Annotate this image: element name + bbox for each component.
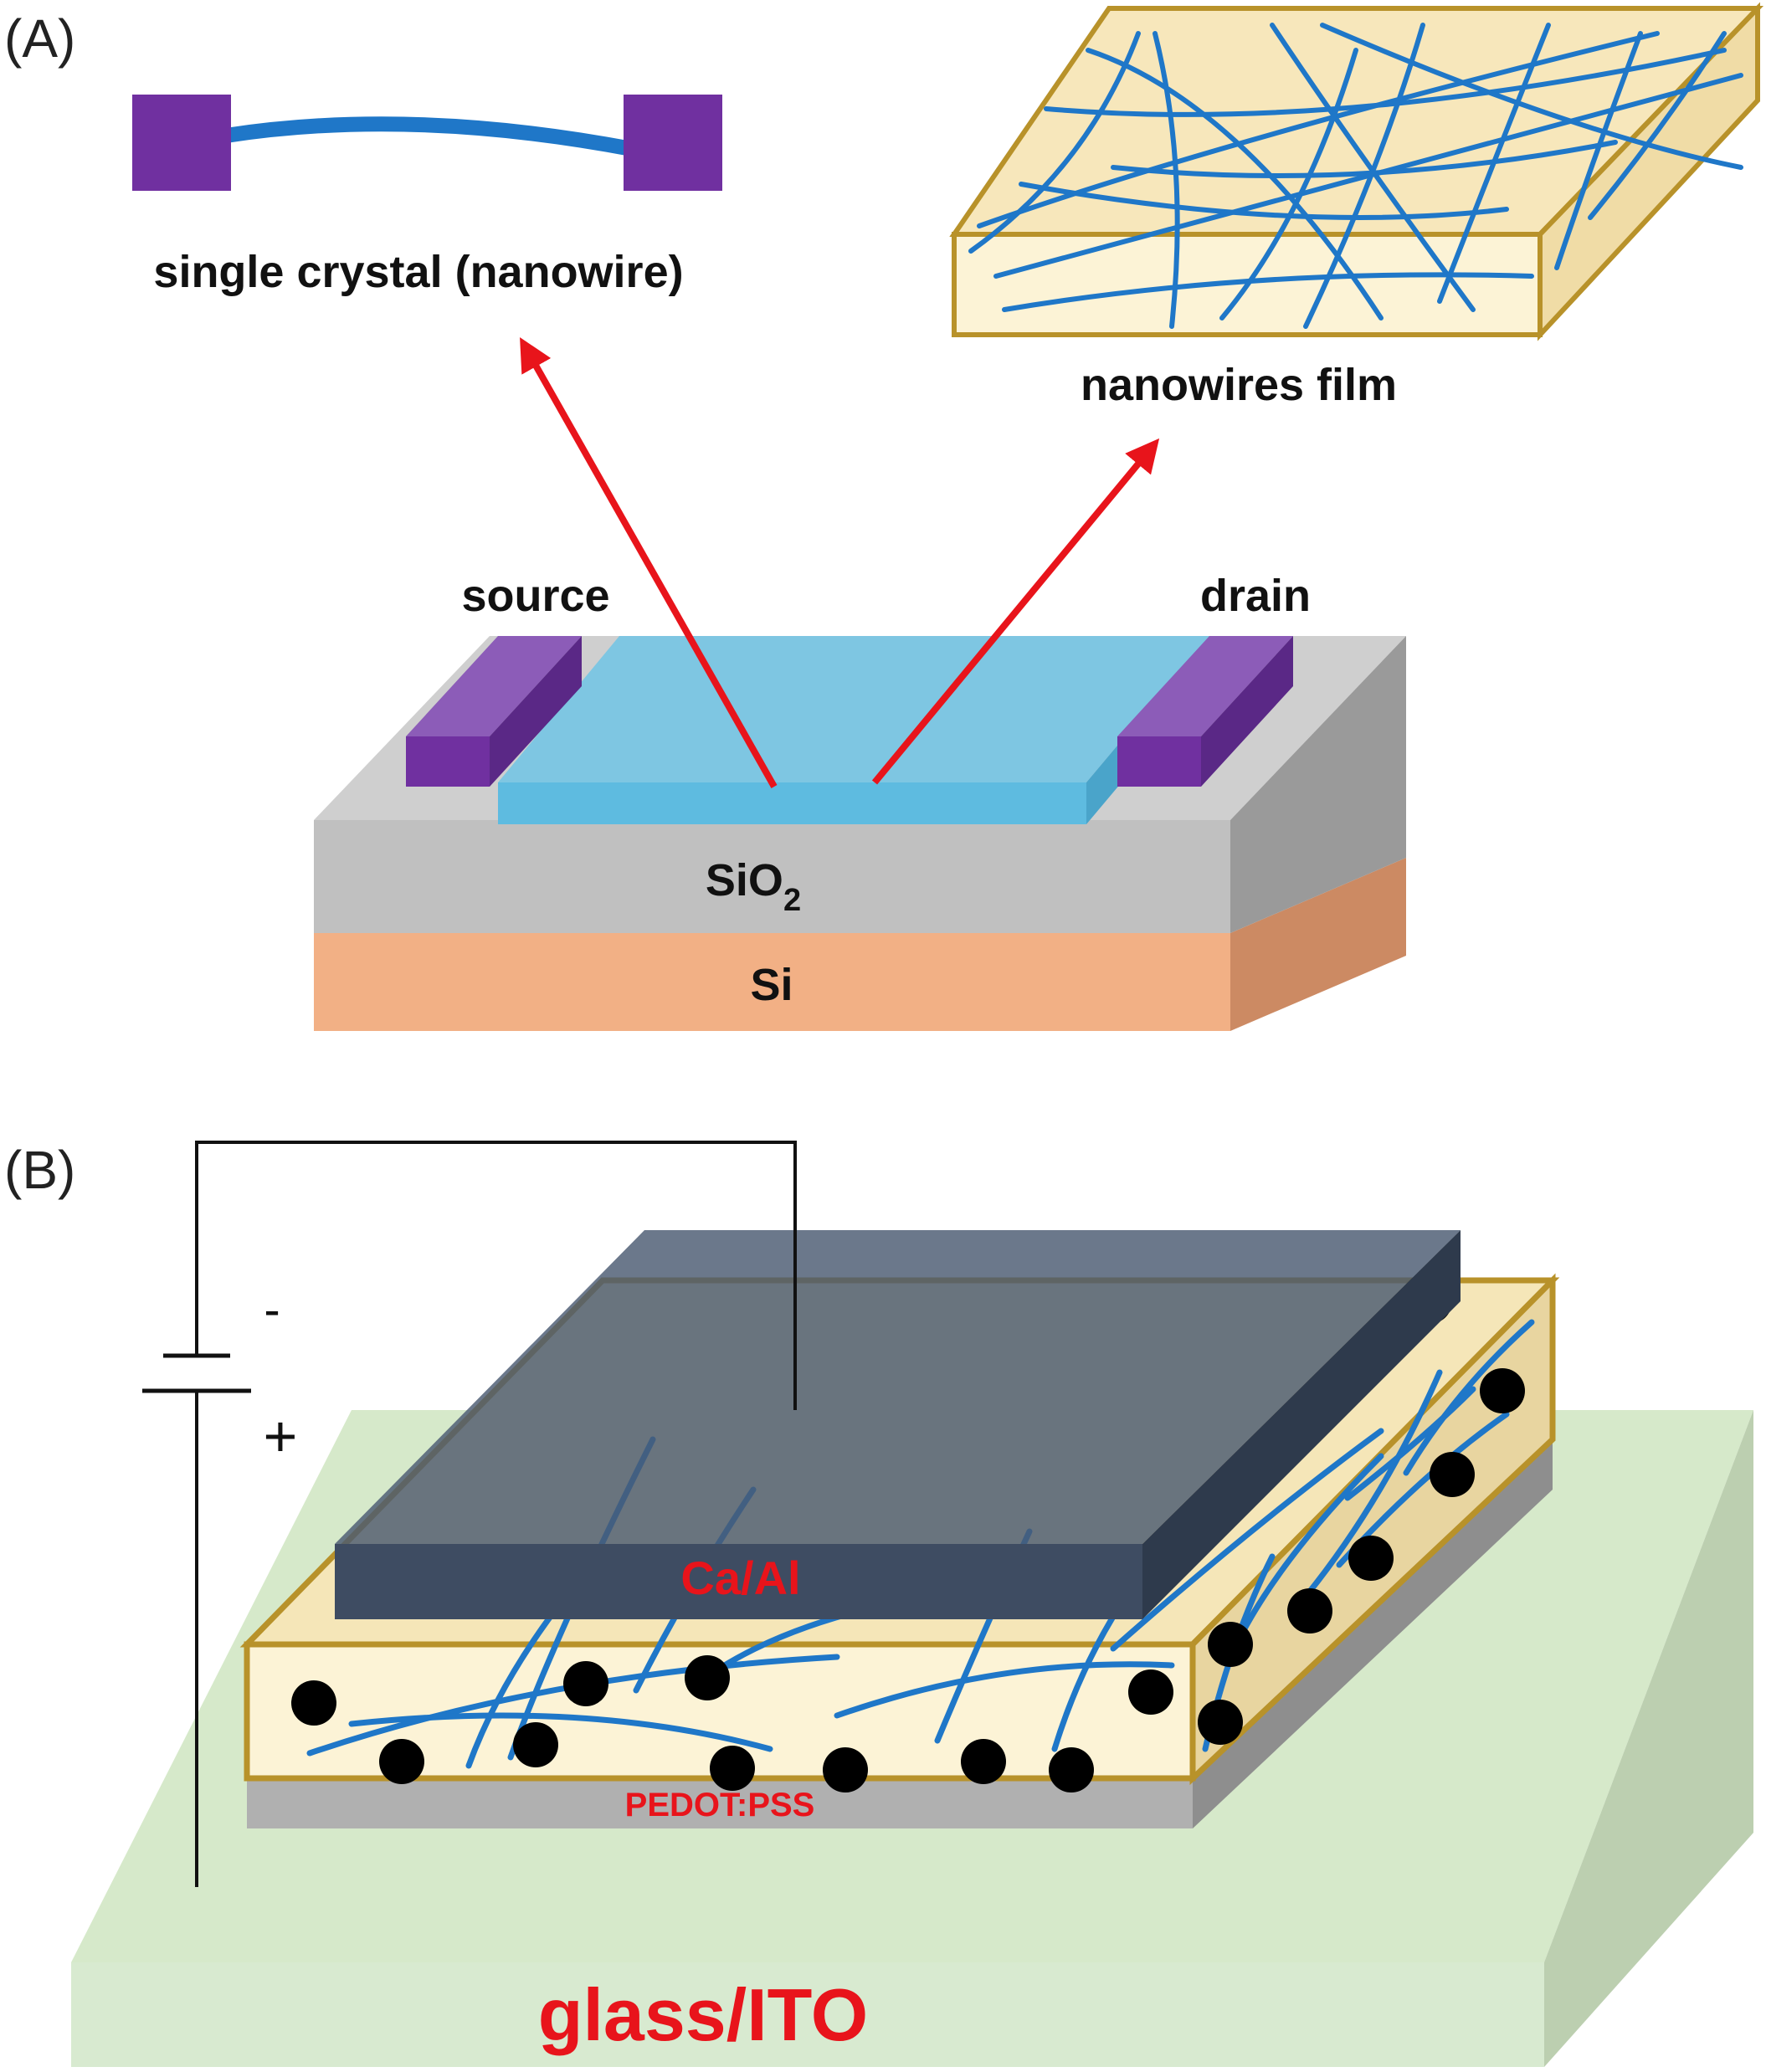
- glass-side: [1544, 1410, 1753, 2067]
- arrow-to-single-crystal: [520, 337, 778, 788]
- nanowire-strand: [1219, 48, 1358, 321]
- battery-minus-label: -: [264, 1283, 280, 1337]
- glass-ito-label: glass/ITO: [538, 1973, 869, 2056]
- source-label: source: [461, 571, 609, 621]
- particle-dot: [379, 1739, 424, 1784]
- si-layer-front: [314, 933, 1230, 1031]
- nanowire-strand: [993, 73, 1743, 279]
- sio2-label: SiO2: [706, 855, 801, 918]
- glass-front: [71, 1962, 1544, 2067]
- particle-dot: [1208, 1622, 1253, 1667]
- nanowire-strand: [1403, 1319, 1535, 1476]
- ca-al-cathode: [335, 1230, 1461, 1619]
- nanowire-strand: [1044, 48, 1727, 117]
- si-layer-side: [1230, 858, 1406, 1031]
- drain-label: drain: [1200, 571, 1311, 621]
- particle-dot: [563, 1661, 608, 1706]
- source-electrode-side: [490, 636, 582, 787]
- particle-dot: [1480, 1368, 1525, 1413]
- battery-plus-label: +: [264, 1403, 298, 1469]
- particle-dot: [685, 1655, 730, 1700]
- cathode-top: [335, 1230, 1461, 1544]
- nanowire-strand: [1086, 48, 1384, 321]
- nanowire-strand: [1270, 23, 1476, 312]
- nanowire-strand: [1111, 140, 1618, 178]
- cathode-side: [1142, 1230, 1461, 1619]
- active-layer-front: [244, 1641, 1196, 1782]
- drain-electrode-front: [1117, 736, 1201, 787]
- source-electrode-front: [406, 736, 490, 787]
- left-contact-pad: [132, 95, 231, 191]
- drain-electrode-side: [1201, 636, 1293, 787]
- nanowire-strand: [1588, 31, 1727, 220]
- external-circuit: [142, 1141, 797, 1887]
- particle-dot: [1049, 1747, 1094, 1792]
- pedot-pss-label: PEDOT:PSS: [625, 1787, 815, 1823]
- source-electrode-top: [406, 636, 582, 736]
- particle-dot: [961, 1739, 1006, 1784]
- particle-dot: [291, 1680, 336, 1726]
- nanowire-strand: [306, 1654, 840, 1757]
- channel-top: [498, 636, 1209, 782]
- cathode-front: [335, 1544, 1142, 1619]
- nanowire-strand: [1002, 272, 1534, 312]
- nanowire-strand: [1110, 1428, 1384, 1652]
- particle-dot: [1198, 1700, 1243, 1745]
- nanowire-strand: [834, 1661, 1175, 1719]
- nanowire-strand: [1294, 1369, 1443, 1610]
- panel-a-label: (A): [4, 8, 75, 69]
- sio2-layer-side: [1230, 636, 1406, 933]
- channel-front: [498, 782, 1086, 824]
- panel-b-label: (B): [4, 1140, 75, 1200]
- sio2-layer-front: [314, 820, 1230, 933]
- drain-electrode-top: [1117, 636, 1293, 736]
- arrow-to-nanowires-film: [871, 438, 1160, 785]
- nanowire-strand: [968, 31, 1141, 254]
- right-contact-pad: [624, 95, 722, 191]
- si-label: Si: [750, 960, 793, 1010]
- nanowire-strand: [1019, 182, 1509, 220]
- particle-dot: [823, 1747, 868, 1792]
- nanowire-strand: [1344, 1386, 1476, 1501]
- particle-dot: [1287, 1588, 1332, 1633]
- wire-top: [195, 1141, 797, 1410]
- nanowires-film-label: nanowires film: [1081, 360, 1397, 410]
- ca-al-label: Ca/Al: [680, 1551, 800, 1604]
- particle-dot: [513, 1722, 558, 1767]
- fet-device: [314, 636, 1406, 1031]
- pedot-pss-layer: [247, 1439, 1553, 1828]
- single-crystal-nanowire: [132, 95, 722, 191]
- particle-dot: [1128, 1669, 1173, 1715]
- single-crystal-label: single crystal (nanowire): [153, 247, 683, 297]
- nanowire-strand: [348, 1712, 773, 1752]
- film-nanowires: [968, 23, 1743, 329]
- nanowire-strand: [1320, 23, 1743, 170]
- nanowire-strand: [1437, 23, 1551, 304]
- nanowire-strand: [218, 116, 639, 156]
- particle-dot: [1348, 1536, 1394, 1581]
- particle-dot: [1430, 1452, 1475, 1497]
- particle-dot: [710, 1746, 755, 1791]
- nanowires-film-box: [949, 2, 1764, 341]
